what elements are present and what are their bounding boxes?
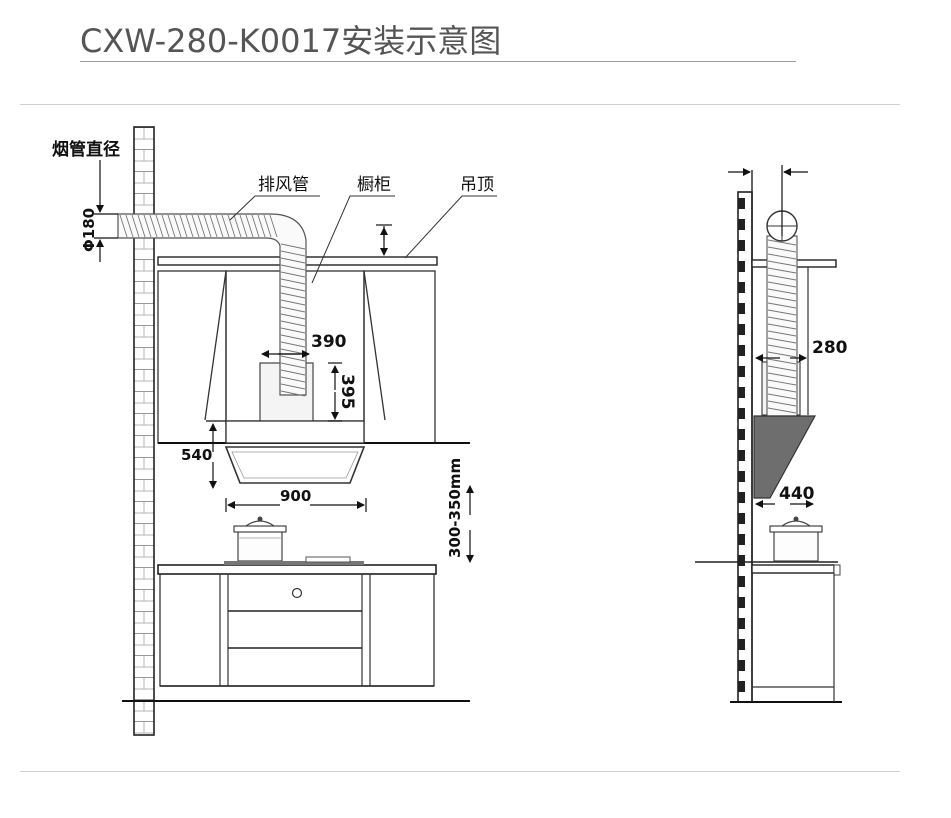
side-cooktop-pot bbox=[769, 516, 823, 562]
front-base-cabinet bbox=[157, 564, 437, 687]
dim-hood-width bbox=[225, 498, 367, 512]
text-pipe-diameter: Φ180 bbox=[80, 208, 98, 252]
dim-duct-height bbox=[328, 362, 342, 422]
label-flue-diameter: 烟管直径 bbox=[52, 139, 120, 160]
text-clearance: 300-350mm bbox=[446, 458, 464, 558]
side-base-cabinet bbox=[695, 561, 841, 702]
label-ceiling: 吊顶 bbox=[460, 175, 494, 195]
side-exhaust-pipe bbox=[766, 210, 798, 417]
text-duct-height: 395 bbox=[337, 374, 357, 410]
dim-hood-height bbox=[206, 420, 226, 489]
label-leaders bbox=[229, 195, 497, 284]
top-frame-rule bbox=[20, 104, 900, 105]
side-hood bbox=[753, 415, 817, 499]
title-underline bbox=[80, 61, 796, 62]
text-hood-width: 900 bbox=[280, 487, 311, 505]
front-cooktop-pot bbox=[224, 516, 364, 565]
side-brick-wall bbox=[737, 170, 753, 703]
dim-ceiling-gap bbox=[376, 224, 392, 256]
label-exhaust-pipe: 排风管 bbox=[258, 175, 309, 195]
text-side-depth-hood: 440 bbox=[779, 484, 815, 504]
text-duct-width: 390 bbox=[311, 332, 347, 352]
text-hood-height: 540 bbox=[181, 446, 212, 464]
dim-pipe-diameter bbox=[94, 160, 118, 262]
front-view: 烟管直径 排风管 橱柜 吊顶 Φ180 390 395 540 900 300-… bbox=[52, 126, 497, 736]
text-side-depth-upper: 280 bbox=[812, 338, 848, 358]
side-dim-top bbox=[728, 165, 808, 236]
exhaust-pipe bbox=[117, 213, 307, 397]
side-view: 280 440 bbox=[695, 165, 848, 703]
page-title: CXW-280-K0017安装示意图 bbox=[80, 22, 502, 60]
bottom-frame-rule bbox=[20, 771, 900, 772]
label-cabinet: 橱柜 bbox=[357, 175, 391, 195]
front-brick-wall bbox=[133, 126, 155, 736]
front-upper-cabinets bbox=[157, 270, 470, 444]
front-hood bbox=[224, 420, 366, 484]
